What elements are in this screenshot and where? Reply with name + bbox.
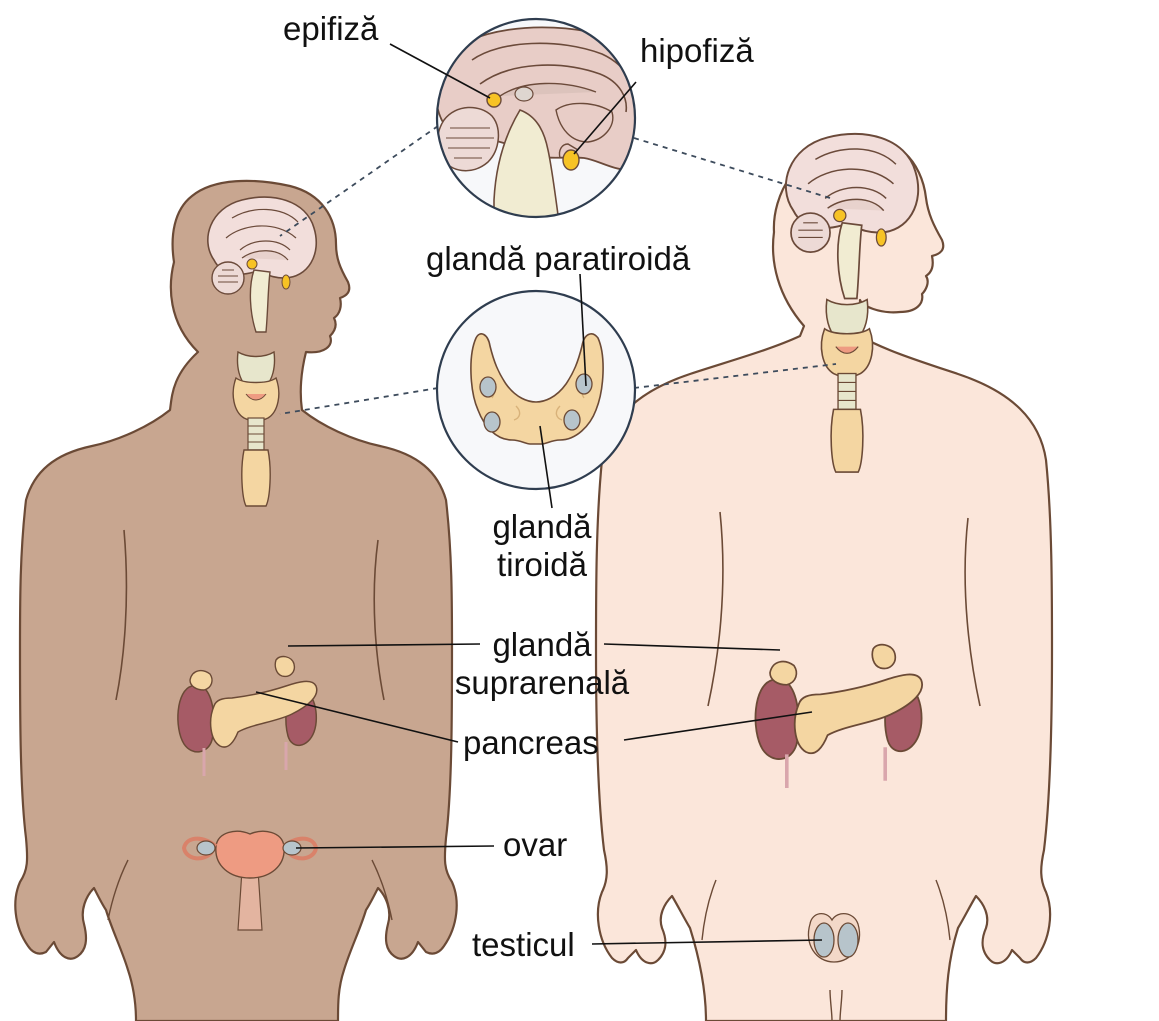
label-pancreas: pancreas [463,724,599,761]
female-figure [14,179,458,1021]
pituitary-gland [562,149,580,171]
male-testes [807,913,861,963]
label-pituitary: hipofiză [640,32,754,69]
label-adrenal-line1: glandă [492,626,592,663]
label-thyroid-line1: glandă [492,508,592,545]
inset-connectors [279,125,837,415]
thyroid-inset [435,289,637,491]
label-adrenal-line2: suprarenală [455,664,630,701]
leader-lines [255,43,823,945]
pineal-gland [486,92,502,108]
label-ovary: ovar [503,826,567,863]
male-figure [594,132,1054,1021]
brain-inset [435,17,637,219]
label-testis: testicul [472,926,575,963]
label-parathyroid: glandă paratiroidă [426,240,691,277]
label-thyroid-line2: tiroidă [497,546,588,583]
label-pineal: epifiză [283,10,379,47]
gland-labels: epifiză hipofiză glandă paratiroidă glan… [283,10,754,963]
